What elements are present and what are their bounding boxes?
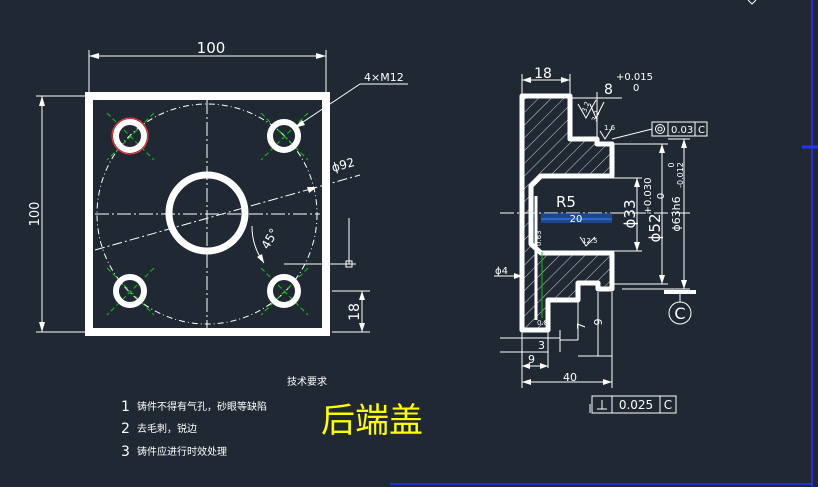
dim-40-text: 40 — [563, 371, 577, 384]
dim-height-text: 100 — [28, 202, 43, 227]
dim-52-text: ϕ52 — [646, 214, 664, 243]
section-hatch — [519, 93, 615, 333]
rough-125: 12.5 — [582, 237, 598, 245]
dim-52: ϕ52 +0.030 0 — [614, 143, 668, 285]
dim-63: ϕ63h6 0 -0.012 — [622, 138, 690, 290]
dim-33: ϕ33 — [612, 177, 642, 252]
dim-4: ϕ4 — [494, 266, 522, 279]
note-2-text: 去毛刺，锐边 — [137, 422, 197, 435]
bolt-circle-dim: ϕ92 — [94, 155, 361, 251]
rough-32a: 3.2 — [580, 100, 591, 113]
dim-18-right: 18 — [521, 66, 571, 94]
bolt-circle-text: ϕ92 — [330, 155, 356, 175]
tol-8-upper: +0.015 — [616, 72, 653, 83]
dim-20: 20 — [541, 213, 612, 225]
dim-4-text: ϕ4 — [495, 266, 508, 277]
tol-52-lower: 0 — [656, 193, 667, 199]
dim-width: 100 — [88, 39, 327, 94]
dim-18-right-text: 18 — [534, 66, 552, 82]
left-view: 100 100 4×M12 ϕ92 45° — [28, 39, 408, 336]
concentricity-datum: C — [698, 125, 705, 136]
dim-9-bottom-text: 9 — [528, 353, 535, 366]
dim-18-left-text: 18 — [347, 303, 363, 321]
perpendicularity-frame: 0.025 C — [589, 395, 677, 414]
note-3-number: 3 — [121, 444, 130, 460]
bottom-dims: 3 9 40 7 9 — [500, 292, 613, 388]
hole-callout: 4×M12 — [293, 71, 408, 129]
notes-heading: 技术要求 — [287, 375, 327, 388]
concentricity-frame: 0.03 C — [611, 121, 708, 140]
center-bore — [165, 171, 249, 255]
dim-3-text: 3 — [538, 339, 545, 352]
dim-width-text: 100 — [197, 39, 226, 57]
note-2-number: 2 — [121, 421, 130, 437]
dim-9-right-text: 9 — [592, 319, 605, 326]
dim-7-text: 7 — [575, 323, 588, 330]
hole-top-right — [260, 112, 309, 161]
dim-8-text: 8 — [604, 82, 613, 98]
hole-top-left — [106, 112, 155, 161]
roughness-symbols: 3.2 3.2 1.6 12.5 0.63 0.8 — [535, 99, 616, 327]
technical-notes: 技术要求 1 铸件不得有气孔，砂眼等缺陷 2 去毛刺，锐边 3 铸件应进行时效处… — [121, 375, 327, 460]
dim-20-text: 20 — [570, 214, 583, 225]
rough-063: 0.63 — [535, 230, 543, 246]
hole-bottom-left — [106, 267, 155, 316]
radius-text: R5 — [556, 193, 576, 211]
tol-63-upper: 0 — [667, 162, 676, 167]
dim-18-left: 18 — [284, 218, 370, 333]
dim-height: 100 — [28, 95, 86, 333]
section-view: 18 8 +0.015 0 3.2 3.2 1.6 12.5 0.63 0.8 — [494, 66, 708, 414]
angle-dim: 45° — [251, 225, 281, 264]
perp-datum: C — [664, 398, 672, 412]
dim-8: 8 +0.015 0 — [566, 72, 653, 137]
plate-outline — [85, 92, 330, 336]
drawing-title: 后端盖 — [321, 401, 423, 441]
hole-bottom-right — [260, 267, 309, 316]
rough-08: 0.8 — [537, 319, 548, 327]
angle-text: 45° — [258, 226, 281, 251]
frame-corner-mark — [747, 0, 757, 5]
dim-33-text: ϕ33 — [621, 200, 639, 229]
tol-63-lower: -0.012 — [676, 162, 685, 188]
perp-value: 0.025 — [619, 398, 653, 412]
datum-c-text: C — [674, 304, 685, 323]
hole-callout-text: 4×M12 — [364, 71, 404, 84]
note-3-text: 铸件应进行时效处理 — [137, 445, 227, 458]
tol-52-upper: +0.030 — [643, 177, 654, 214]
note-1-text: 铸件不得有气孔，砂眼等缺陷 — [137, 400, 267, 413]
concentricity-value: 0.03 — [671, 125, 693, 136]
dim-63-text: ϕ63h6 — [670, 196, 683, 231]
rough-32b: 3.2 — [590, 109, 601, 122]
tol-8-lower: 0 — [633, 83, 639, 94]
rough-16: 1.6 — [604, 124, 616, 132]
datum-c: C — [664, 290, 696, 325]
note-1-number: 1 — [121, 399, 130, 415]
